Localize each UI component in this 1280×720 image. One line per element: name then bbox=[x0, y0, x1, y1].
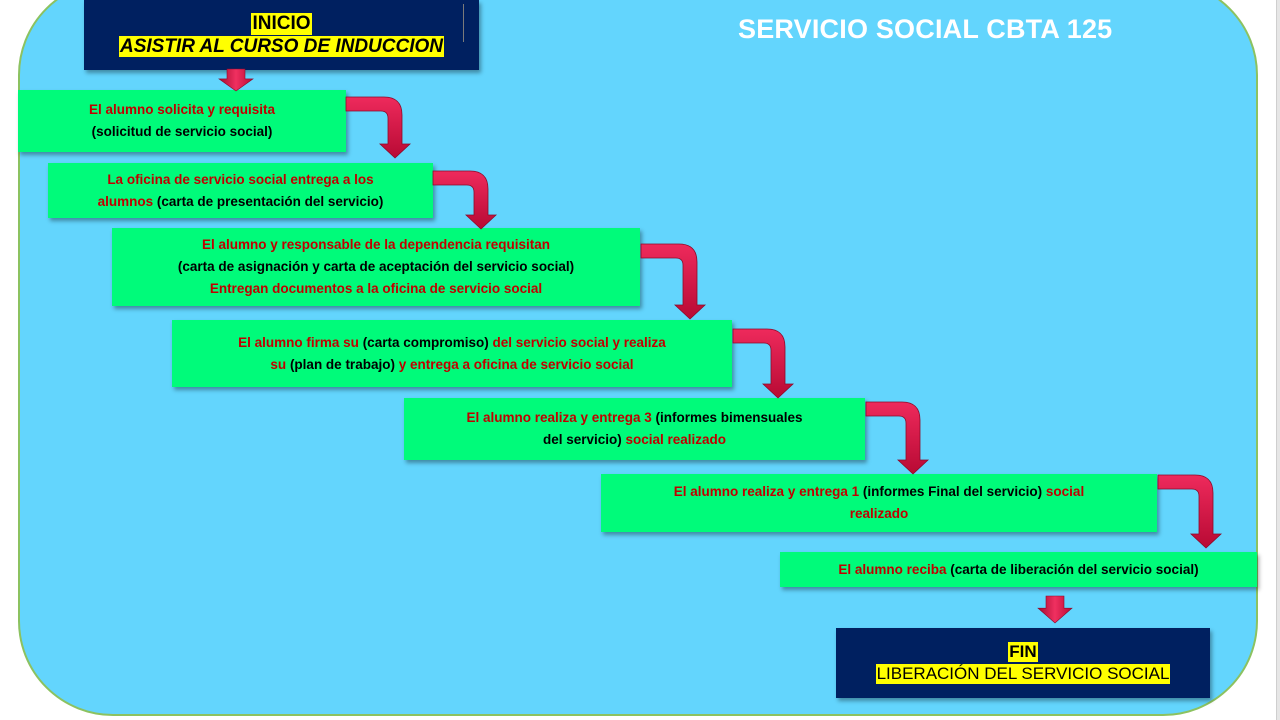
document-text: (carta de presentación del servicio) bbox=[156, 193, 384, 209]
document-text: (plan de trabajo) bbox=[289, 356, 399, 372]
action-text: social realizado bbox=[625, 432, 727, 447]
action-text: El alumno firma su bbox=[238, 334, 363, 350]
step-line: su (plan de trabajo) y entrega a oficina… bbox=[270, 354, 633, 376]
step-box-4: El alumno firma su (carta compromiso) de… bbox=[172, 320, 732, 387]
step-box-1: El alumno solicita y requisita (solicitud… bbox=[18, 90, 346, 152]
step-line: Entregan documentos a la oficina de serv… bbox=[210, 278, 542, 300]
action-text: El alumno solicita y requisita bbox=[88, 102, 276, 117]
step-line: El alumno solicita y requisita bbox=[89, 99, 275, 121]
action-text: su bbox=[270, 356, 290, 372]
step-box-3: El alumno y responsable de la dependenci… bbox=[112, 228, 640, 306]
start-label: INICIO bbox=[251, 12, 312, 35]
document-text: (carta de liberación del servicio social… bbox=[950, 561, 1199, 577]
step-box-5: El alumno realiza y entrega 3 (informes … bbox=[404, 398, 865, 460]
action-text: El alumno y responsable de la dependenci… bbox=[201, 237, 551, 252]
page-title: SERVICIO SOCIAL CBTA 125 bbox=[738, 14, 1113, 44]
step-line: del servicio) social realizado bbox=[543, 429, 726, 451]
step-box-6: El alumno realiza y entrega 1 (informes … bbox=[601, 474, 1157, 532]
step-line: La oficina de servicio social entrega a … bbox=[107, 169, 373, 191]
end-text: LIBERACIÓN DEL SERVICIO SOCIAL bbox=[875, 664, 1171, 684]
step-line: realizado bbox=[850, 503, 909, 525]
document-text: (carta de asignación y carta de aceptaci… bbox=[177, 259, 575, 274]
action-text: El alumno reciba bbox=[838, 561, 951, 577]
document-text: (solicitud de servicio social) bbox=[91, 124, 273, 139]
step-line: El alumno reciba (carta de liberación de… bbox=[838, 559, 1198, 581]
action-text: Entregan documentos a la oficina de serv… bbox=[209, 281, 543, 296]
window-edge bbox=[1276, 0, 1280, 720]
step-line: (solicitud de servicio social) bbox=[92, 121, 273, 143]
action-text: del servicio social y realiza bbox=[492, 334, 666, 350]
step-box-2: La oficina de servicio social entrega a … bbox=[48, 163, 433, 218]
action-text: realizado bbox=[849, 506, 909, 521]
action-text: social bbox=[1045, 484, 1085, 499]
action-text: y entrega a oficina de servicio social bbox=[398, 356, 634, 372]
start-text: ASISTIR AL CURSO DE INDUCCION bbox=[118, 35, 445, 58]
text-cursor bbox=[463, 4, 464, 42]
action-text: El alumno realiza y entrega 3 bbox=[466, 410, 656, 425]
step-box-7: El alumno reciba (carta de liberación de… bbox=[780, 552, 1257, 587]
action-text: La oficina de servicio social entrega a … bbox=[107, 171, 374, 187]
step-line: El alumno realiza y entrega 1 (informes … bbox=[674, 481, 1084, 503]
end-label: FIN bbox=[1008, 642, 1038, 662]
step-line: (carta de asignación y carta de aceptaci… bbox=[178, 256, 574, 278]
step-line: El alumno realiza y entrega 3 (informes … bbox=[466, 407, 802, 429]
start-terminal: INICIO ASISTIR AL CURSO DE INDUCCION bbox=[84, 0, 479, 70]
document-text: del servicio) bbox=[542, 432, 626, 447]
document-text: (carta compromiso) bbox=[362, 334, 493, 350]
action-text: El alumno realiza y entrega 1 bbox=[673, 484, 863, 499]
action-text: alumnos bbox=[97, 193, 157, 209]
step-line: El alumno firma su (carta compromiso) de… bbox=[238, 332, 666, 354]
document-text: (informes Final del servicio) bbox=[862, 484, 1046, 499]
step-line: alumnos (carta de presentación del servi… bbox=[98, 191, 384, 213]
document-text: (informes bimensuales bbox=[655, 410, 803, 425]
step-line: El alumno y responsable de la dependenci… bbox=[202, 234, 550, 256]
end-terminal: FIN LIBERACIÓN DEL SERVICIO SOCIAL bbox=[836, 628, 1210, 698]
